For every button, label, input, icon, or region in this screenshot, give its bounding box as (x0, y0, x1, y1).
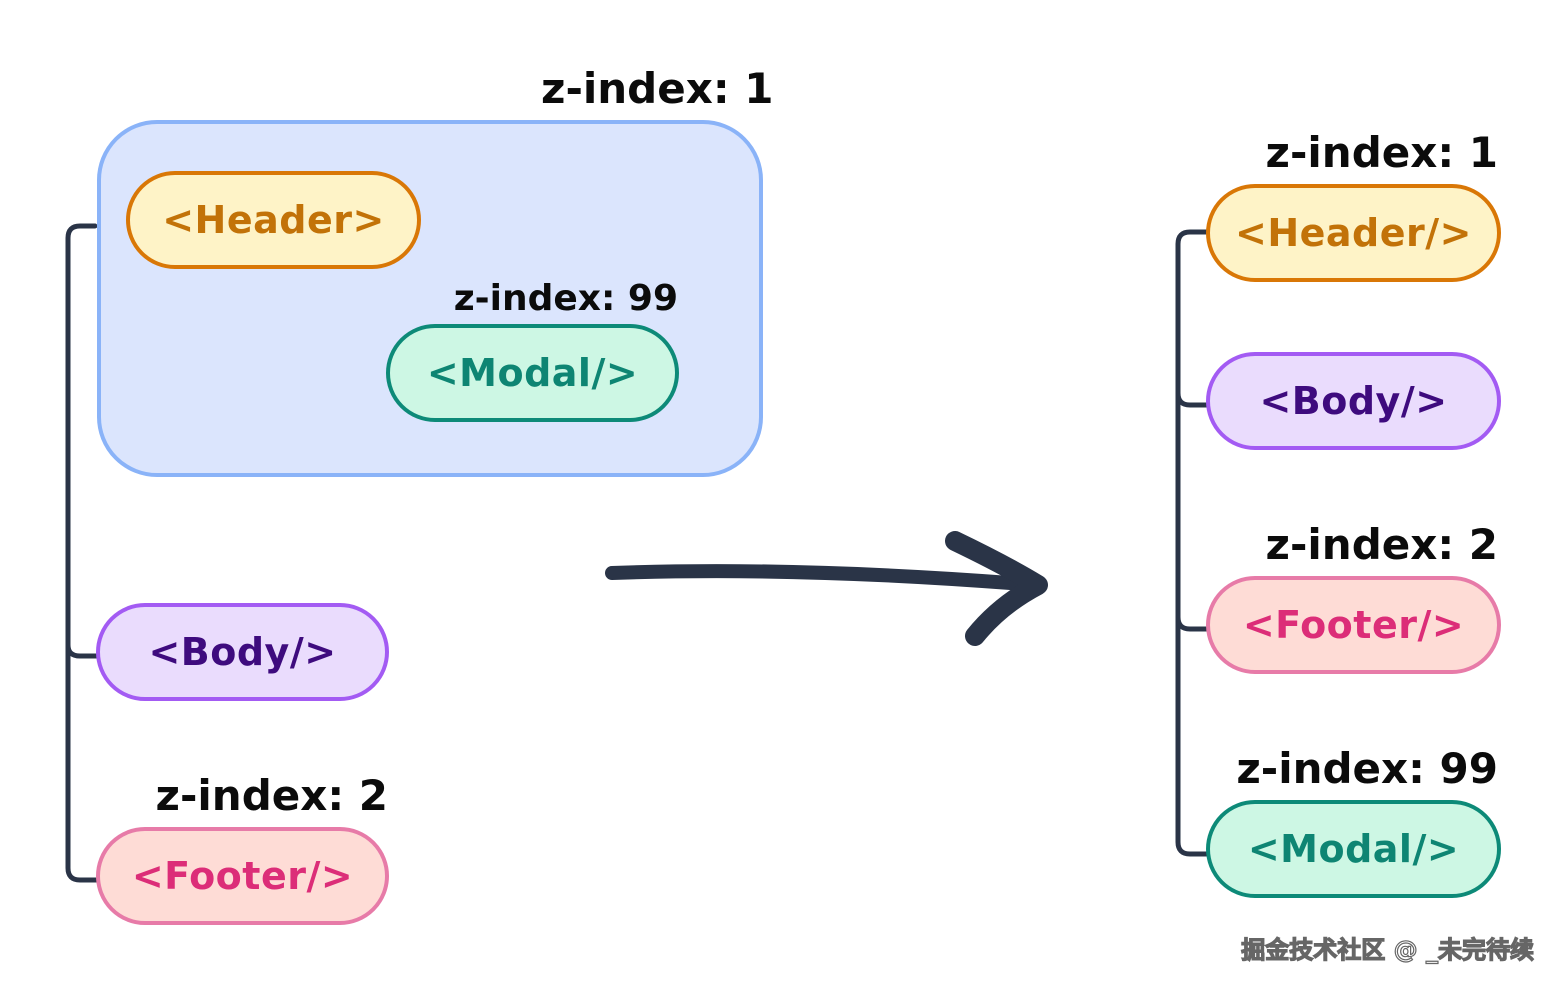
left-tree-branch-body (65, 642, 100, 659)
right-modal-node: <Modal/> (1206, 800, 1501, 898)
transform-arrow-head (945, 531, 1048, 646)
left-modal-node: <Modal/> (386, 324, 679, 422)
left-tree-trunk (65, 223, 100, 883)
transform-arrow-shaft (605, 564, 1043, 592)
left-footer-z-label: z-index: 2 (155, 771, 388, 820)
right-header-node: <Header/> (1206, 184, 1501, 282)
right-tree-branch-body (1175, 390, 1211, 408)
left-header-node: <Header> (126, 171, 421, 269)
left-modal-z-label: z-index: 99 (453, 278, 678, 319)
right-body-node: <Body/> (1206, 352, 1501, 450)
watermark-text: 掘金技术社区 @ _未完待续 (1241, 935, 1535, 964)
right-modal-z-label: z-index: 99 (1236, 744, 1498, 793)
right-header-z-label: z-index: 1 (1265, 128, 1498, 177)
right-tree-trunk (1175, 229, 1211, 857)
left-context-z-label: z-index: 1 (541, 64, 774, 113)
right-footer-node: <Footer/> (1206, 576, 1501, 674)
right-tree-branch-footer (1175, 614, 1211, 632)
right-footer-z-label: z-index: 2 (1265, 520, 1498, 569)
left-footer-node: <Footer/> (96, 827, 389, 925)
left-body-node: <Body/> (96, 603, 389, 701)
